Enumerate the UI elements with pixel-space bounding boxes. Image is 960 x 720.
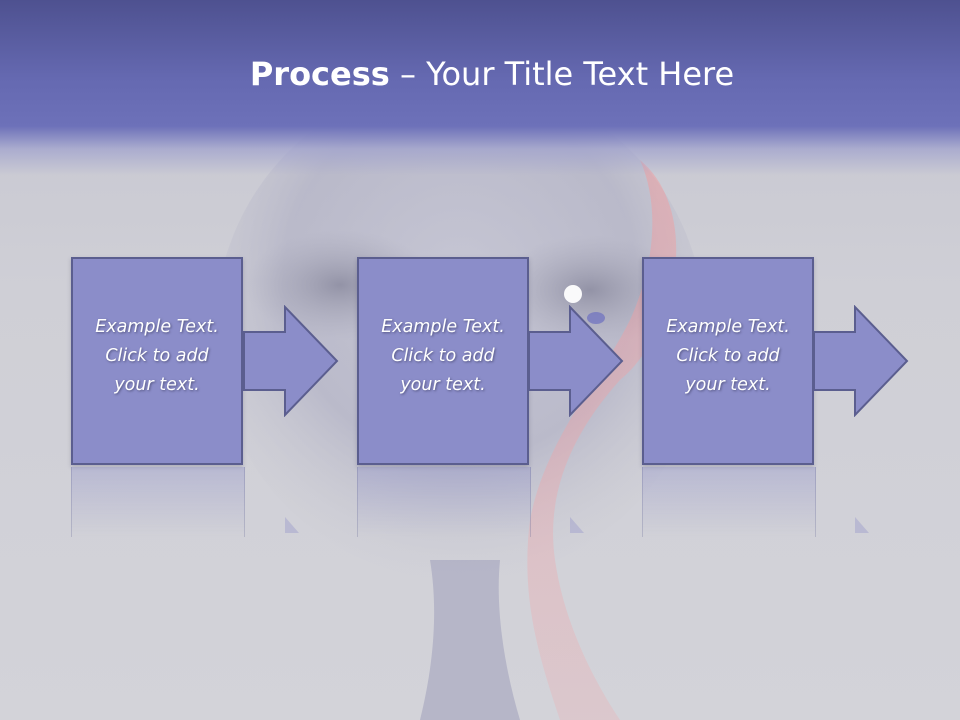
title-bold: Process [249,55,390,93]
right-arrow-icon[interactable] [528,305,624,417]
title-rest: – Your Title Text Here [389,55,735,93]
arrow-reflection [570,517,584,533]
step-text[interactable]: Example Text. Click to add your text. [73,313,241,400]
arrow-reflection [285,517,299,533]
step-text[interactable]: Example Text. Click to add your text. [644,313,812,400]
right-arrow-icon[interactable] [243,305,339,417]
step-reflection [71,467,245,537]
step-text[interactable]: Example Text. Click to add your text. [359,313,527,400]
process-step-2[interactable]: Example Text. Click to add your text. [357,257,529,465]
step-text-line: Example Text. [381,317,505,337]
step-text-line: your text. [685,375,771,395]
step-text-line: Example Text. [666,317,790,337]
header-band [0,0,960,175]
step-reflection [357,467,531,537]
step-text-line: your text. [400,375,486,395]
step-text-line: Click to add [676,346,780,366]
step-text-line: Click to add [105,346,209,366]
step-text-line: Click to add [391,346,495,366]
process-step-3[interactable]: Example Text. Click to add your text. [642,257,814,465]
slide-title[interactable]: Process – Your Title Text Here [0,52,960,96]
right-arrow-icon[interactable] [813,305,909,417]
process-step-1[interactable]: Example Text. Click to add your text. [71,257,243,465]
step-text-line: Example Text. [95,317,219,337]
step-reflection [642,467,816,537]
arrow-reflection [855,517,869,533]
step-text-line: your text. [114,375,200,395]
